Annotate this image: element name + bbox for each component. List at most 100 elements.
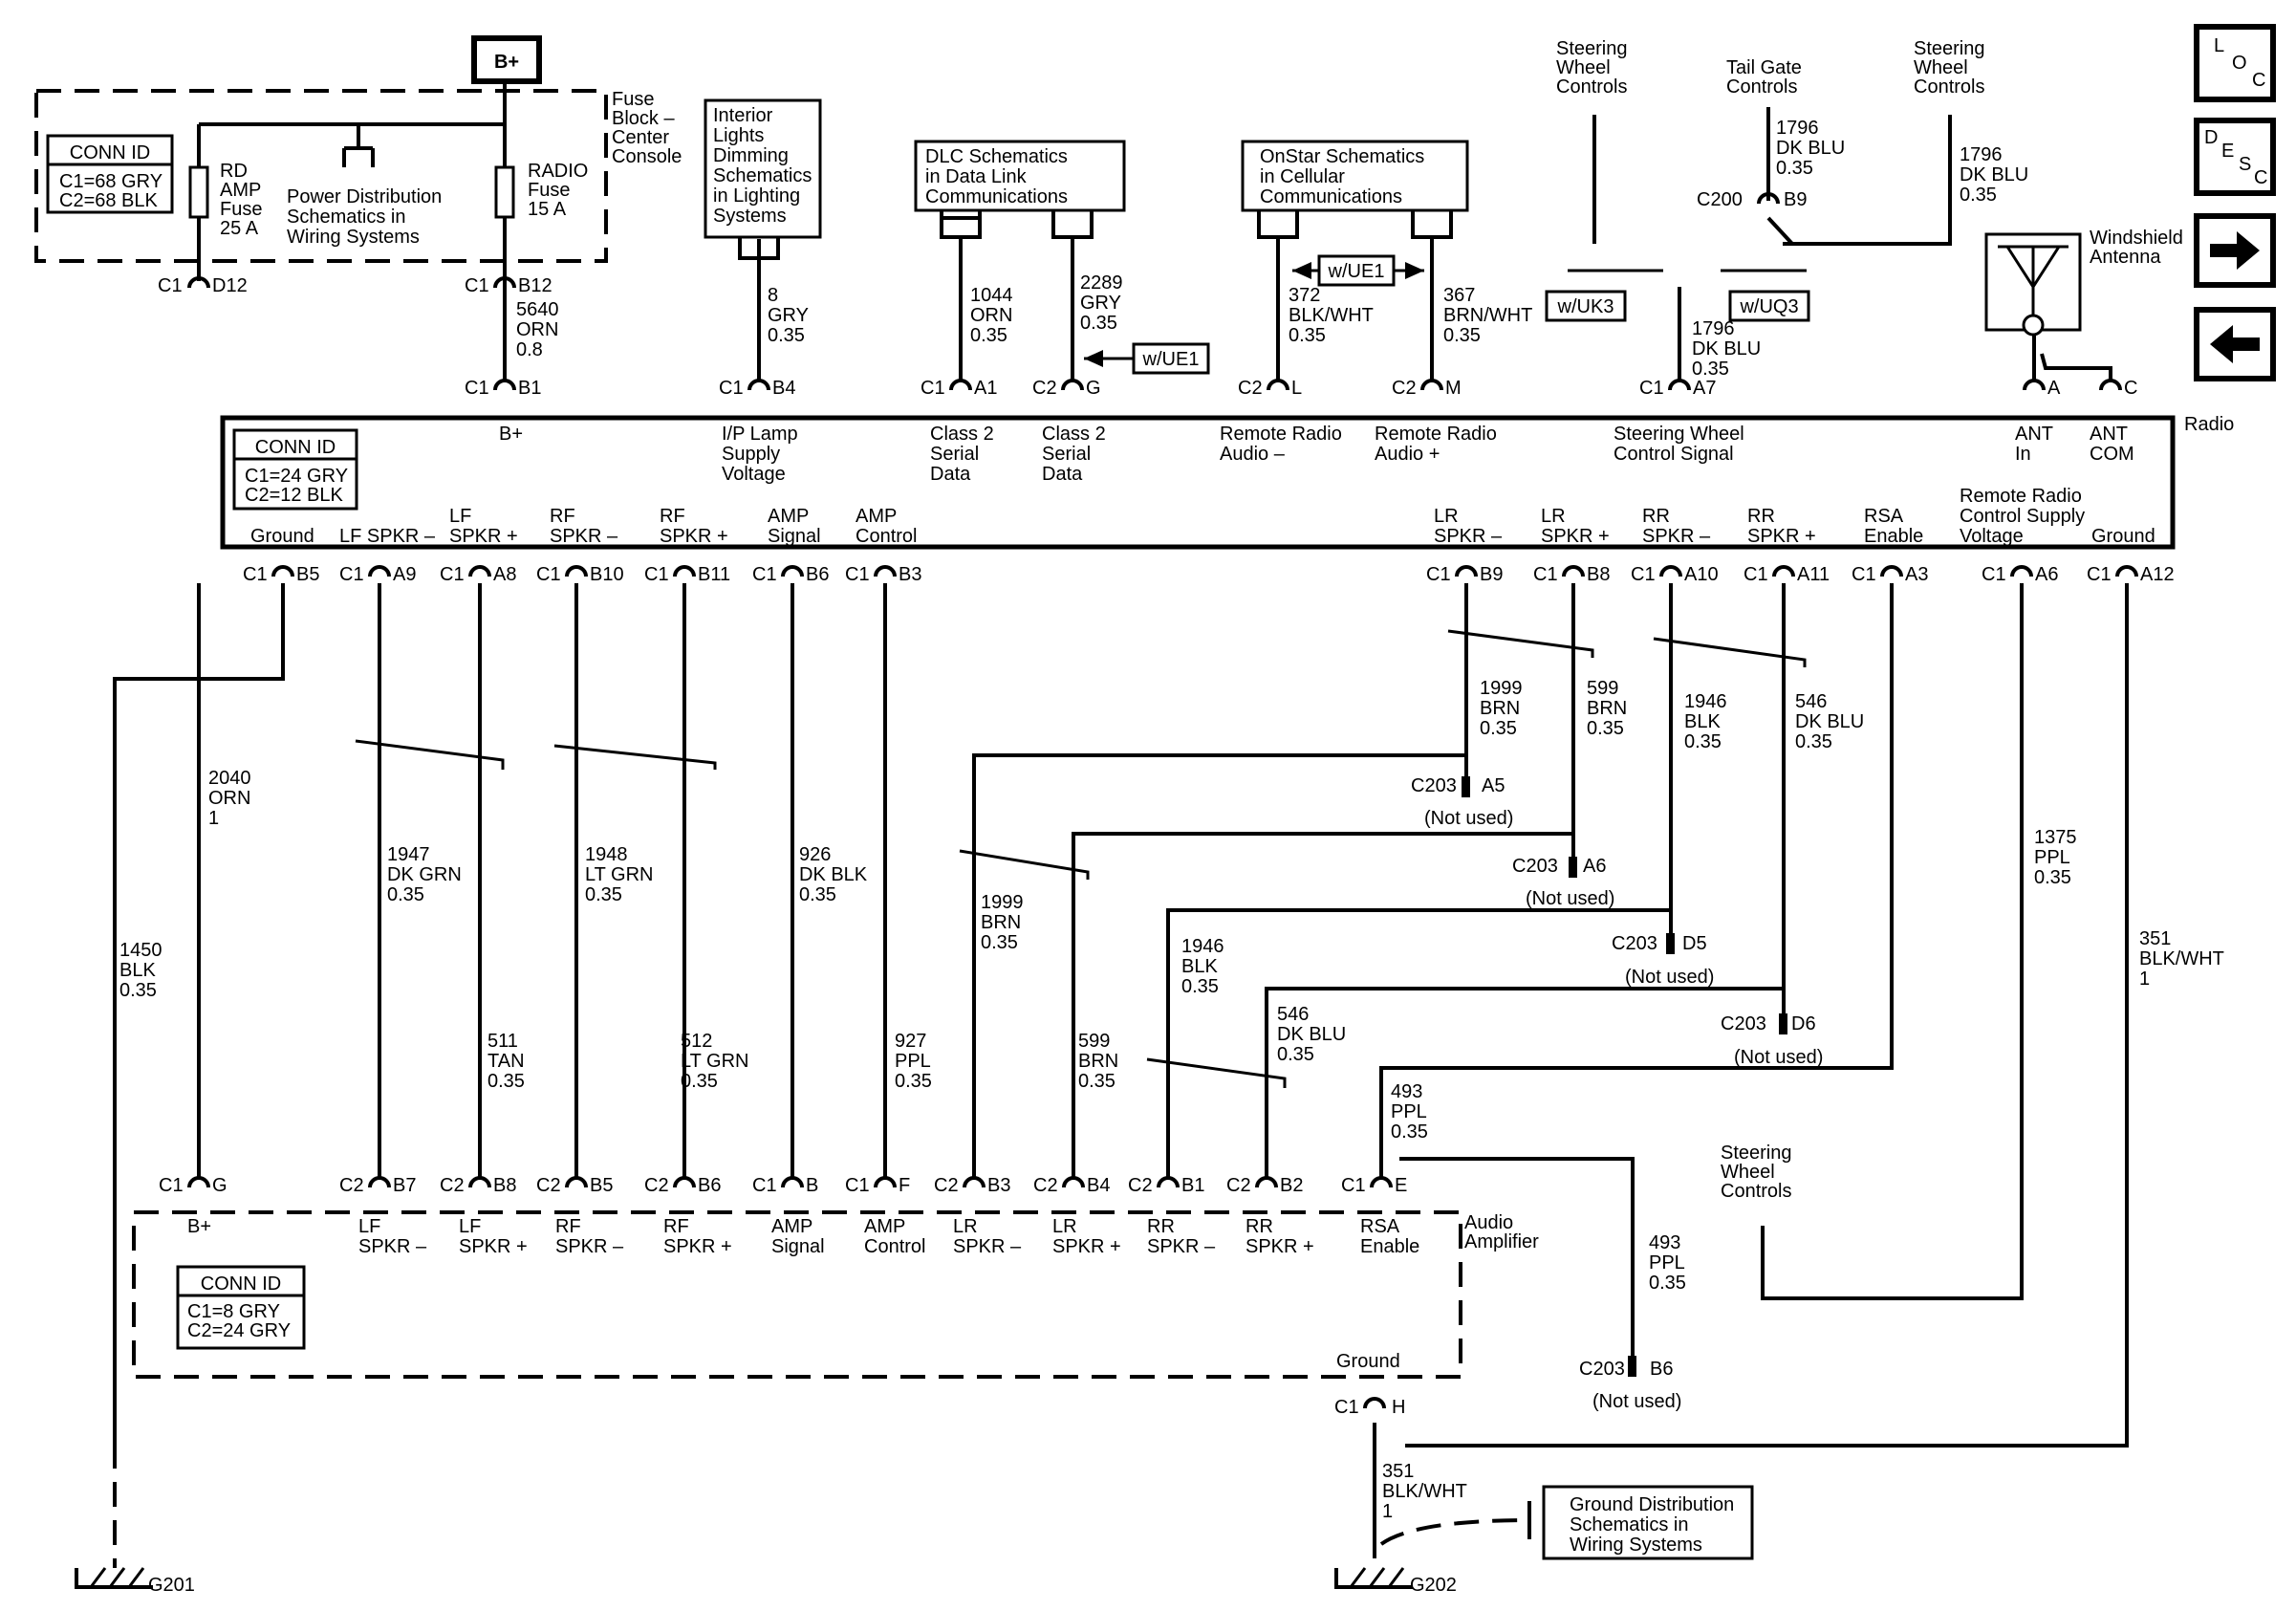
radio-top-pin-L: L — [1291, 378, 1302, 399]
amp-conn-B2: C2 — [1226, 1175, 1251, 1196]
amp-label-B3-line-1: LR — [953, 1216, 978, 1237]
amp-conn-id-box — [176, 1265, 306, 1350]
amp-connector-B3 — [963, 1176, 986, 1188]
fuse-d12-connector — [187, 276, 210, 289]
option-uq3-label: w/UQ3 — [1739, 296, 1798, 317]
ground-dist-ref-box — [1542, 1485, 1754, 1560]
radio-bottom-pin-B11: B11 — [698, 564, 730, 585]
fuse-conn-id-box — [46, 134, 174, 214]
amp-label-B8-line-2: SPKR + — [459, 1236, 528, 1257]
loc-char-c: C — [2252, 70, 2265, 91]
nav-back-button[interactable] — [2194, 307, 2276, 381]
option-ue1-top: w/UE1 — [1328, 261, 1385, 282]
radio-top-label-G-line-3: Data — [1042, 464, 1083, 485]
radio-bottom-label-B8-line-2: SPKR + — [1541, 526, 1610, 547]
radio-top-label-A1-line-3: Data — [930, 464, 971, 485]
radio-top-pin-A7: A7 — [1693, 378, 1716, 399]
onstar-ref-box — [1241, 140, 1469, 212]
radio-bottom-conn-B11: C1 — [644, 564, 669, 585]
radio-bottom-label-A10-line-1: RR — [1642, 506, 1670, 527]
radio-bottom-connector-A11 — [1772, 565, 1795, 577]
wire-label-1946-23-line-3: 0.35 — [1181, 976, 1219, 997]
radio-bottom-pin-B5: B5 — [296, 564, 319, 585]
radio-bottom-conn-A3: C1 — [1852, 564, 1876, 585]
amp-ground-label: Ground — [1336, 1351, 1400, 1372]
radio-bottom-connector-B3 — [874, 565, 897, 577]
c203-stubs — [1462, 776, 1787, 1377]
sw-controls-bottom-line-1: Steering — [1721, 1143, 1792, 1164]
ground-g201-label: G201 — [148, 1575, 195, 1596]
wire-label-1999-17-line-1: 1999 — [1480, 678, 1523, 699]
nav-desc-button[interactable]: D E S C — [2194, 118, 2276, 196]
nav-loc-button[interactable]: L O C — [2194, 24, 2276, 102]
windshield-antenna-label-line-2: Antenna — [2090, 247, 2161, 268]
amp-conn-B7: C2 — [339, 1175, 364, 1196]
wire-label-546-20-line-3: 0.35 — [1795, 731, 1832, 752]
c203-pin-A6: A6 — [1583, 856, 1606, 877]
amp-label-B6-line-1: RF — [663, 1216, 689, 1237]
radio-top-connector-A7 — [1668, 379, 1691, 391]
amp-connector-E — [1370, 1176, 1393, 1188]
radio-bottom-pin-A12: A12 — [2140, 564, 2175, 585]
onstar-ref-line-3: Communications — [1260, 186, 1402, 207]
desc-char-e: E — [2221, 141, 2234, 162]
wire-label-512-14-line-2: LT GRN — [681, 1051, 749, 1072]
wire-label-1999-17-line-2: BRN — [1480, 698, 1520, 719]
wire-label-372-4-line-2: BLK/WHT — [1289, 305, 1374, 326]
amp-pin-B2: B2 — [1280, 1175, 1303, 1196]
amp-pin-B: B — [806, 1175, 818, 1196]
option-uq3-box — [1728, 290, 1810, 322]
wire-label-367-5-line-2: BRN/WHT — [1443, 305, 1532, 326]
radio-bottom-label-B9-line-2: SPKR – — [1434, 526, 1503, 547]
radio-top-label-A7-line-2: Control Signal — [1614, 444, 1734, 465]
radio-bottom-pin-B6: B6 — [806, 564, 829, 585]
wire-label-1947-11-line-1: 1947 — [387, 844, 430, 865]
c203-note-A6: (Not used) — [1526, 888, 1614, 909]
c203-pin-A5: A5 — [1482, 775, 1505, 796]
radio-top-connector-G — [1061, 379, 1084, 391]
radio-bottom-conn-A8: C1 — [440, 564, 465, 585]
wire-label-5640-0-line-3: 0.8 — [516, 339, 543, 360]
dlc-ref-line-2: in Data Link — [925, 166, 1028, 187]
wire-label-599-18-line-3: 0.35 — [1587, 718, 1624, 739]
bplus-box — [471, 35, 542, 84]
amp-label-B5-line-2: SPKR – — [555, 1236, 624, 1257]
wire-label-8-1-line-2: GRY — [768, 305, 809, 326]
radio-bottom-pin-A11: A11 — [1797, 564, 1830, 585]
ground-dist-ref-line-2: Schematics in — [1570, 1514, 1689, 1535]
nav-forward-button[interactable] — [2194, 213, 2276, 288]
wire-label-1999-21-line-3: 0.35 — [981, 932, 1018, 953]
radio-bottom-label-A8-line-1: LF — [449, 506, 471, 527]
wire-label-1796-7-line-1: 1796 — [1960, 144, 2003, 165]
radio-top-label-L-line-1: Remote Radio — [1220, 424, 1342, 445]
amp-fuse-label-line-2: AMP — [220, 180, 261, 201]
dlc-ref-line-3: Communications — [925, 186, 1068, 207]
wire-label-546-20-line-2: DK BLU — [1795, 711, 1864, 732]
c203-note-B6: (Not used) — [1592, 1391, 1681, 1412]
wire-label-2289-3-line-1: 2289 — [1080, 272, 1123, 294]
radio-bottom-connector-B11 — [673, 565, 696, 577]
wire-label-5640-0-line-2: ORN — [516, 319, 558, 340]
radio-bottom-connector-B6 — [781, 565, 804, 577]
amp-pin-G: G — [212, 1175, 227, 1196]
wire-label-1948-13-line-1: 1948 — [585, 844, 628, 865]
wire-label-926-15-line-1: 926 — [799, 844, 831, 865]
amp-ground-conn: C1 — [1334, 1397, 1359, 1418]
radio-top-label-B1: B+ — [499, 424, 523, 445]
amp-pin-F: F — [899, 1175, 910, 1196]
sw-controls-top-right-line-1: Steering — [1914, 38, 1985, 59]
radio-top-pin-B1: B1 — [518, 378, 541, 399]
interior-lights-ref-line-2: Lights — [713, 125, 764, 146]
amp-label-B2-line-2: SPKR + — [1245, 1236, 1314, 1257]
radio-bottom-label-B6-line-2: Signal — [768, 526, 821, 547]
radio-bottom-label-A12: Ground — [2091, 526, 2155, 547]
amp-label-B8-line-1: LF — [459, 1216, 481, 1237]
amp-connector-B8 — [468, 1176, 491, 1188]
radio-bottom-connector-B10 — [565, 565, 588, 577]
radio-bottom-connector-B9 — [1455, 565, 1478, 577]
desc-char-d: D — [2204, 127, 2218, 148]
wire-label-2289-3-line-3: 0.35 — [1080, 313, 1117, 334]
wire-label-1999-21-line-2: BRN — [981, 912, 1021, 933]
wire-label-1796-6-line-1: 1796 — [1776, 118, 1819, 139]
radio-top-conn-B1: C1 — [465, 378, 489, 399]
